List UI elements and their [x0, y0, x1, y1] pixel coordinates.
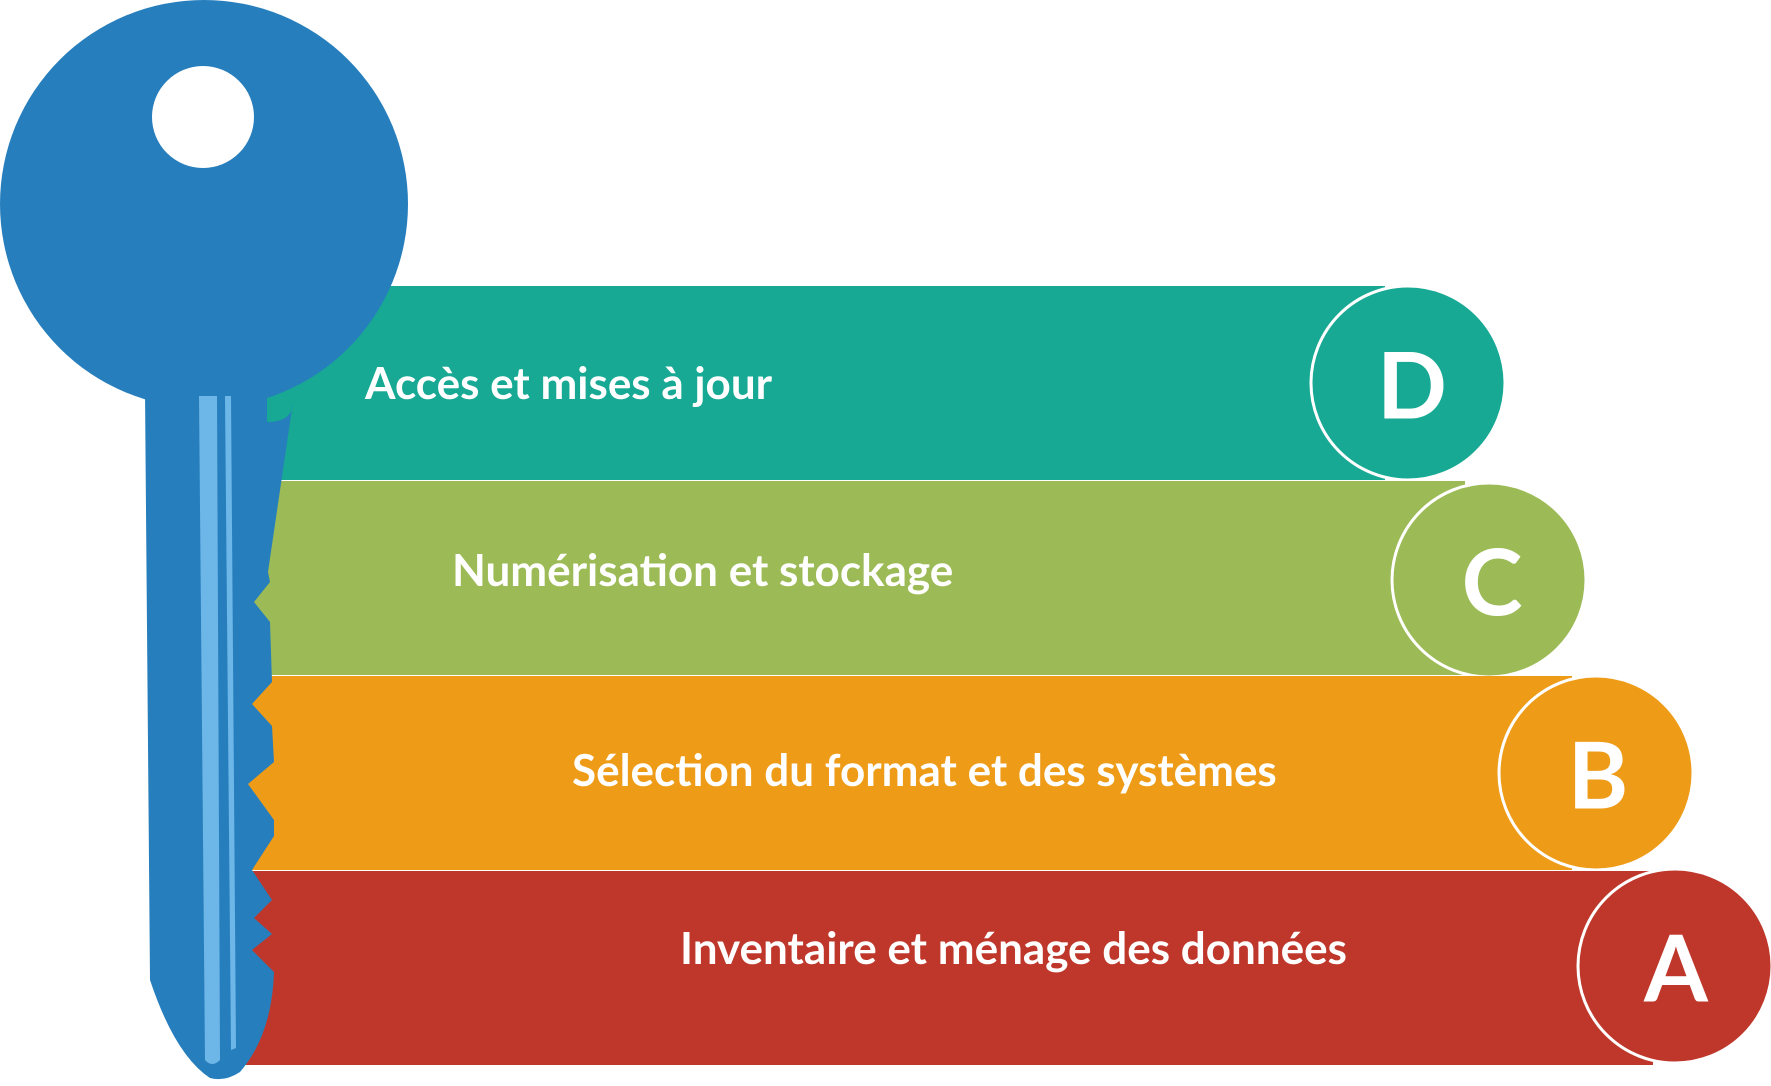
badge-b-letter: B	[1568, 718, 1629, 829]
band-a-label: Inventaire et ménage des données	[680, 922, 1347, 974]
step-band-c: C Numérisation et stockage	[200, 481, 1588, 679]
badge-d	[1309, 284, 1507, 482]
badge-a-letter: A	[1643, 911, 1709, 1022]
band-d-bar	[200, 286, 1385, 480]
band-b-bar	[200, 676, 1572, 870]
step-band-a: A Inventaire et ménage des données	[200, 867, 1771, 1065]
band-c-bar	[200, 481, 1465, 675]
badge-b	[1497, 674, 1695, 872]
key-bow	[0, 0, 408, 408]
band-b-label: Sélection du format et des systèmes	[572, 744, 1277, 796]
band-c-label: Numérisation et stockage	[452, 544, 953, 596]
step-band-b: B Sélection du format et des systèmes	[200, 674, 1695, 872]
key-groove	[199, 396, 220, 1064]
key-icon	[0, 0, 408, 1080]
badge-d-letter: D	[1377, 328, 1447, 439]
key-groove-thin	[225, 396, 236, 1050]
badge-a	[1576, 867, 1771, 1065]
key-shaft	[145, 392, 293, 1080]
key-hole	[152, 66, 254, 168]
badge-c-letter: C	[1462, 525, 1523, 636]
step-band-d: D Accès et mises à jour	[200, 284, 1507, 482]
band-a-bar	[200, 871, 1653, 1065]
band-d-label: Accès et mises à jour	[364, 357, 773, 409]
